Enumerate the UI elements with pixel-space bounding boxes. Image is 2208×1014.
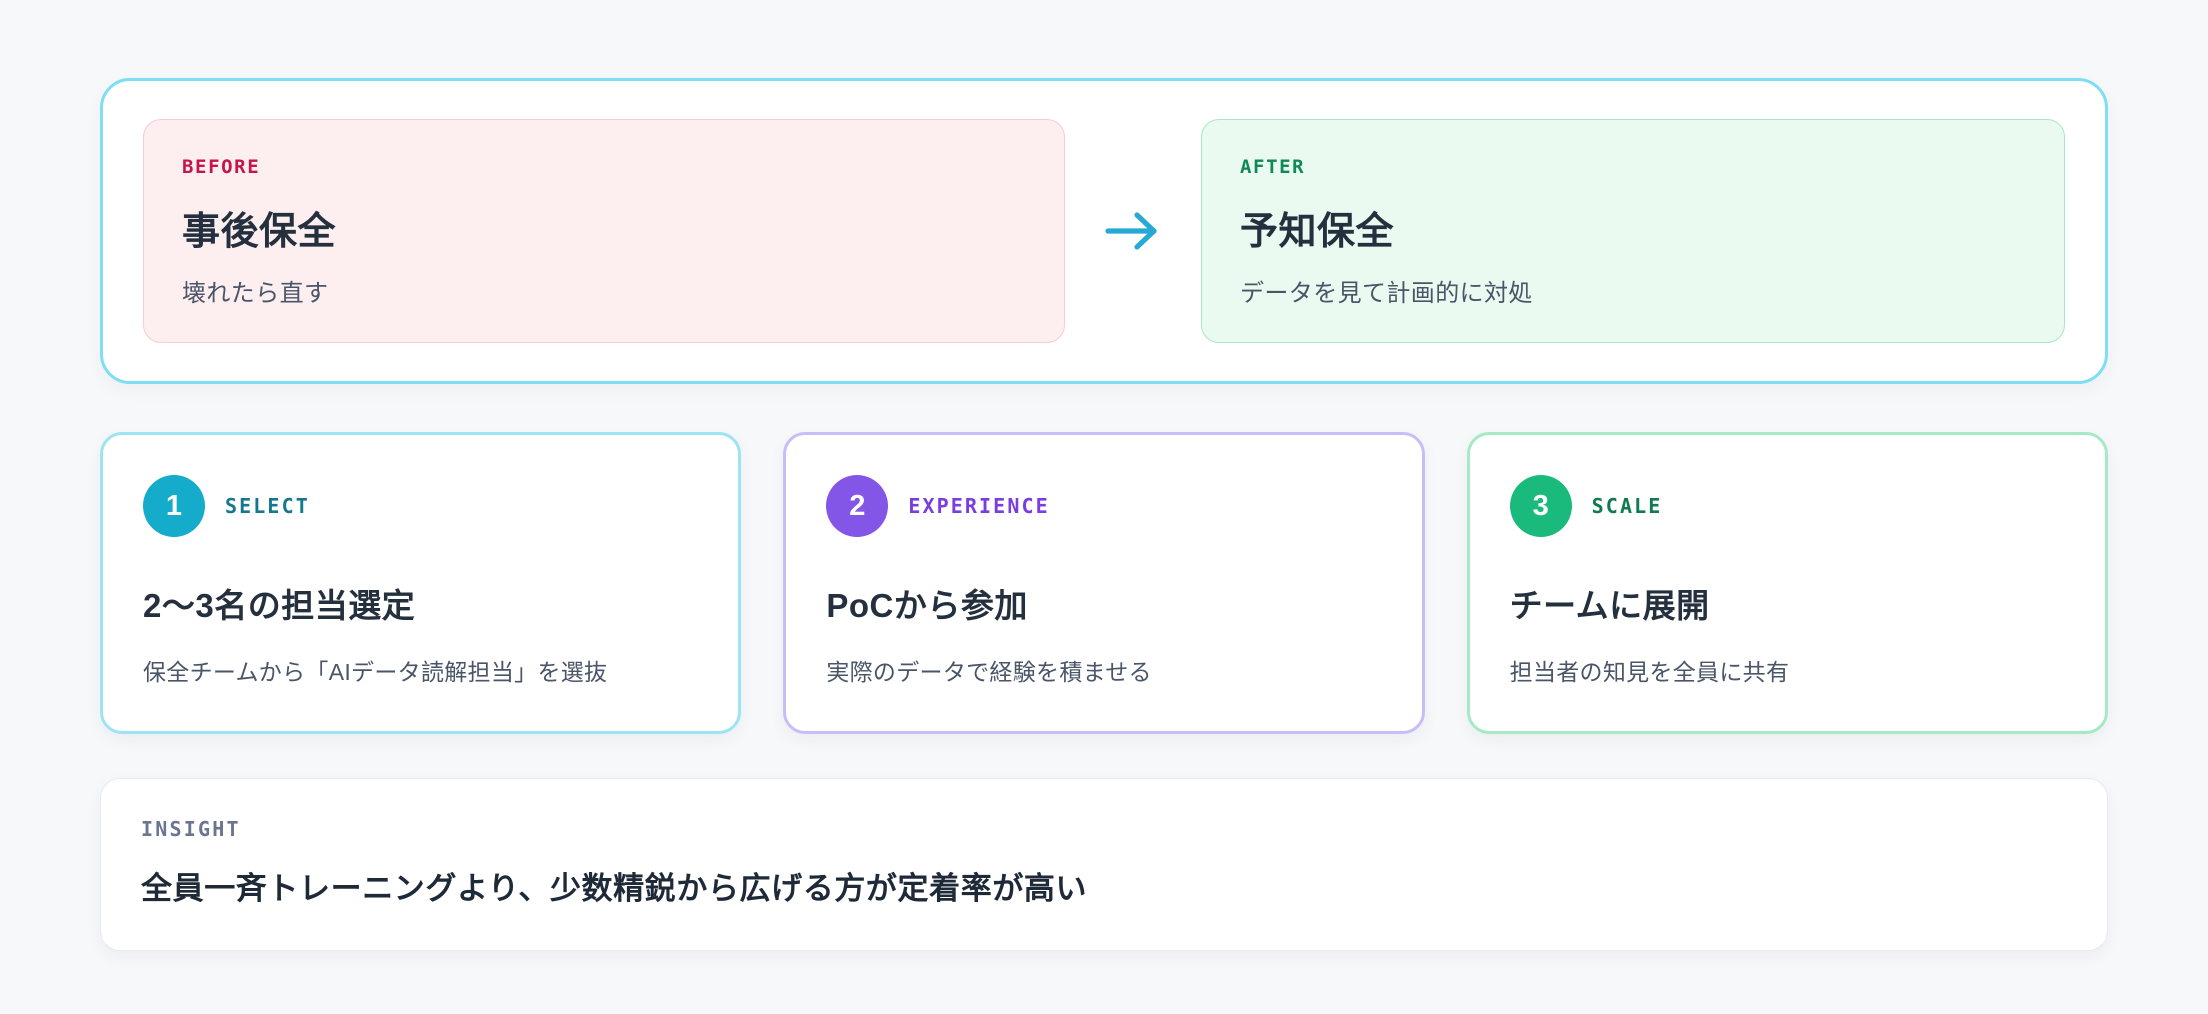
step-description: 保全チームから「AIデータ読解担当」を選抜 <box>143 659 608 685</box>
step-card-scale: 3 SCALE チームに展開 担当者の知見を全員に共有 <box>1466 432 2108 734</box>
step-card-select: 1 SELECT 2〜3名の担当選定 保全チームから「AIデータ読解担当」を選抜 <box>100 432 742 734</box>
step-title: PoCから参加 <box>826 587 1028 624</box>
step-card-experience: 2 EXPERIENCE PoCから参加 実際のデータで経験を積ませる <box>783 432 1425 734</box>
step-number-badge: 2 <box>826 475 889 537</box>
after-label: AFTER <box>1240 156 1306 178</box>
step-kicker-label: EXPERIENCE <box>908 494 1050 518</box>
insight-label: INSIGHT <box>141 817 241 841</box>
after-state-card: AFTER 予知保全 データを見て計画的に対処 <box>1201 119 2065 343</box>
insight-text: 全員一斉トレーニングより、少数精鋭から広げる方が定着率が高い <box>141 871 1088 906</box>
arrow-right-icon <box>1104 208 1162 254</box>
before-title: 事後保全 <box>182 211 337 253</box>
after-title: 予知保全 <box>1240 211 1395 253</box>
steps-row: 1 SELECT 2〜3名の担当選定 保全チームから「AIデータ読解担当」を選抜… <box>100 432 2108 734</box>
step-number-badge: 3 <box>1509 475 1572 537</box>
step-header: 2 EXPERIENCE <box>826 475 1381 537</box>
step-description: 実際のデータで経験を積ませる <box>826 659 1152 685</box>
before-after-hero-card: BEFORE 事後保全 壊れたら直す AFTER 予知保全 データを見て計画的に… <box>100 78 2108 384</box>
before-label: BEFORE <box>182 156 261 178</box>
transition-arrow <box>1065 119 1201 343</box>
step-description: 担当者の知見を全員に共有 <box>1509 659 1790 685</box>
step-header: 1 SELECT <box>143 475 698 537</box>
before-subtitle: 壊れたら直す <box>182 280 329 307</box>
step-number-badge: 1 <box>143 475 205 537</box>
step-header: 3 SCALE <box>1509 475 2065 537</box>
step-kicker-label: SCALE <box>1591 494 1663 518</box>
after-subtitle: データを見て計画的に対処 <box>1240 280 1533 307</box>
step-kicker-label: SELECT <box>225 494 310 518</box>
before-state-card: BEFORE 事後保全 壊れたら直す <box>143 119 1065 343</box>
insight-card: INSIGHT 全員一斉トレーニングより、少数精鋭から広げる方が定着率が高い <box>100 778 2108 951</box>
step-title: チームに展開 <box>1509 587 1710 624</box>
step-title: 2〜3名の担当選定 <box>143 587 416 624</box>
